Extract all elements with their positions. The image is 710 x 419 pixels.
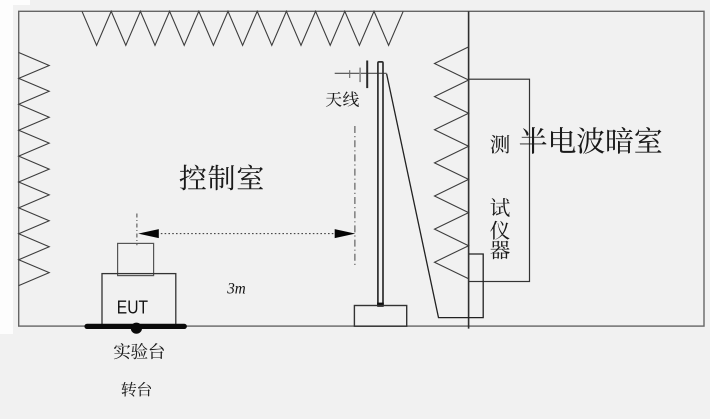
svg-text:3m: 3m	[226, 281, 245, 298]
svg-text:EUT: EUT	[117, 297, 148, 318]
